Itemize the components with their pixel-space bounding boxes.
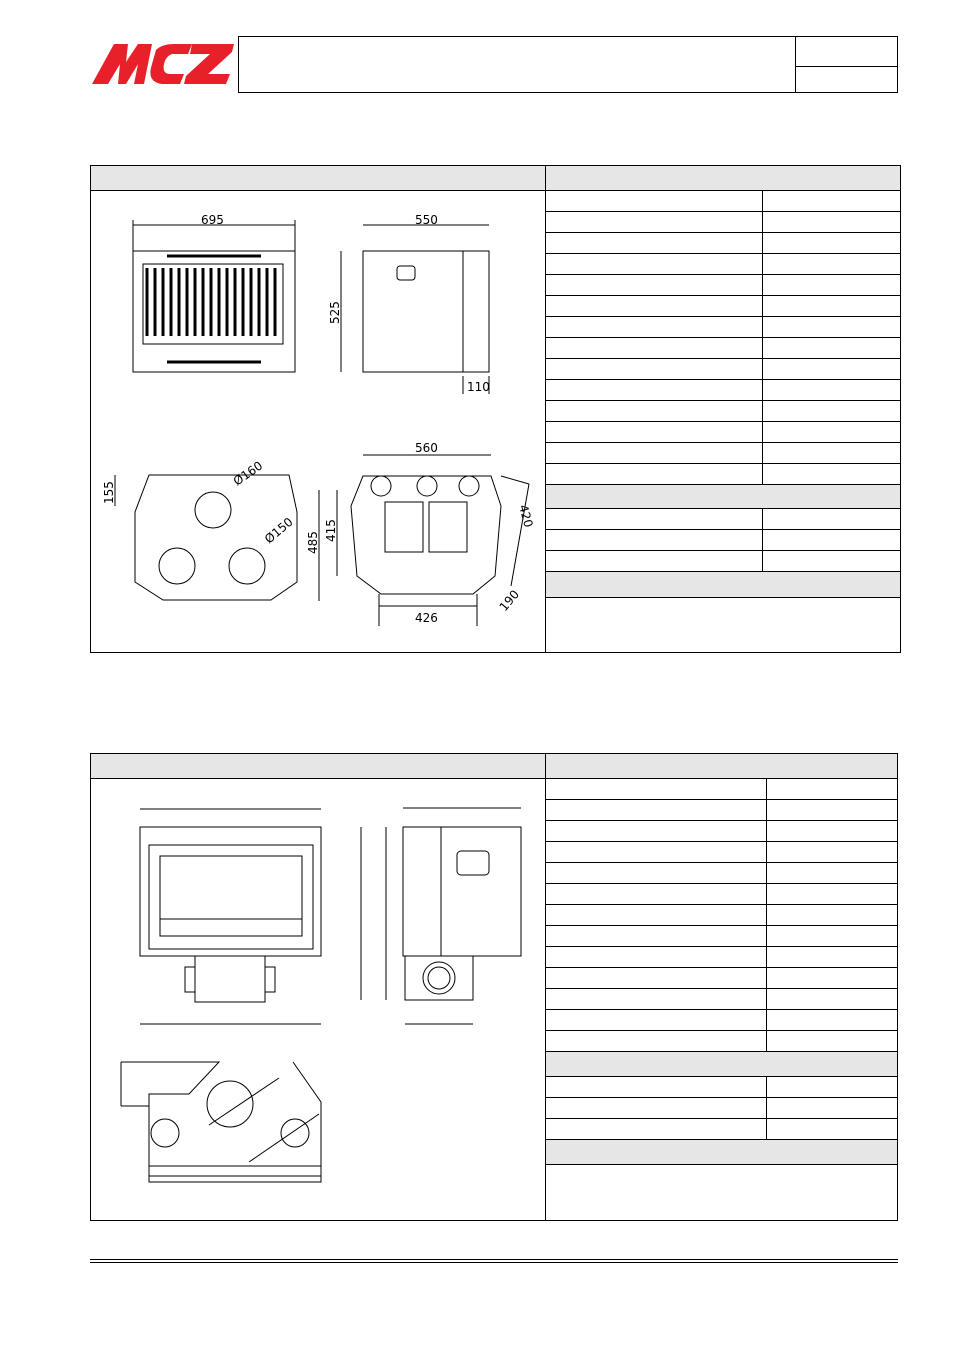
table-header (91, 166, 900, 191)
svg-text:415: 415 (324, 519, 338, 542)
svg-text:560: 560 (415, 441, 438, 455)
spec-table-1: 695 550 525 110 155 Ø160 Ø150 560 485 41… (90, 165, 901, 653)
svg-text:Ø150: Ø150 (262, 515, 296, 547)
table-header (91, 754, 897, 779)
svg-text:426: 426 (415, 611, 438, 625)
mcz-logo (92, 44, 234, 84)
svg-text:420: 420 (516, 503, 535, 529)
spec-rows (546, 779, 897, 1220)
header-title-box (238, 36, 898, 93)
svg-text:110: 110 (467, 380, 490, 394)
svg-text:190: 190 (497, 587, 522, 614)
svg-text:Ø160: Ø160 (231, 458, 266, 488)
header-divider (795, 36, 796, 93)
svg-text:695: 695 (201, 213, 224, 227)
column-divider (545, 166, 546, 652)
footer-rule (90, 1259, 898, 1260)
technical-drawing-2 (120, 807, 522, 1183)
svg-text:485: 485 (306, 531, 320, 554)
technical-drawing-1: 695 550 525 110 155 Ø160 Ø150 560 485 41… (102, 213, 536, 626)
column-divider (545, 754, 546, 1220)
spec-rows (546, 191, 900, 652)
svg-text:550: 550 (415, 213, 438, 227)
footer-rule (90, 1262, 898, 1263)
svg-text:525: 525 (328, 301, 342, 324)
svg-text:155: 155 (102, 481, 116, 504)
header-divider (795, 66, 898, 67)
spec-table-2 (90, 753, 898, 1221)
